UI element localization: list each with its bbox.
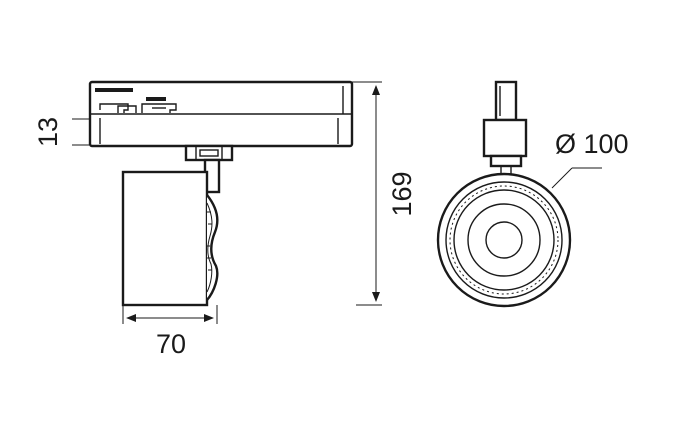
side-view (88, 80, 354, 307)
front-connector (482, 80, 528, 178)
dimension-label-diameter: Ø 100 (555, 129, 629, 159)
track-adapter (88, 80, 354, 148)
dimension-diameter: Ø 100 (551, 129, 629, 189)
dimension-width: 70 (122, 305, 218, 359)
dimension-label-169: 169 (387, 171, 417, 216)
connector-stem (184, 144, 234, 194)
dimension-adapter-height: 13 (33, 117, 90, 147)
dimension-label-70: 70 (156, 329, 186, 359)
spot-housing (121, 170, 219, 307)
dimension-label-13: 13 (33, 117, 63, 147)
front-view (436, 80, 572, 308)
lamp-face (436, 172, 572, 308)
dimension-total-height: 169 (352, 81, 417, 306)
